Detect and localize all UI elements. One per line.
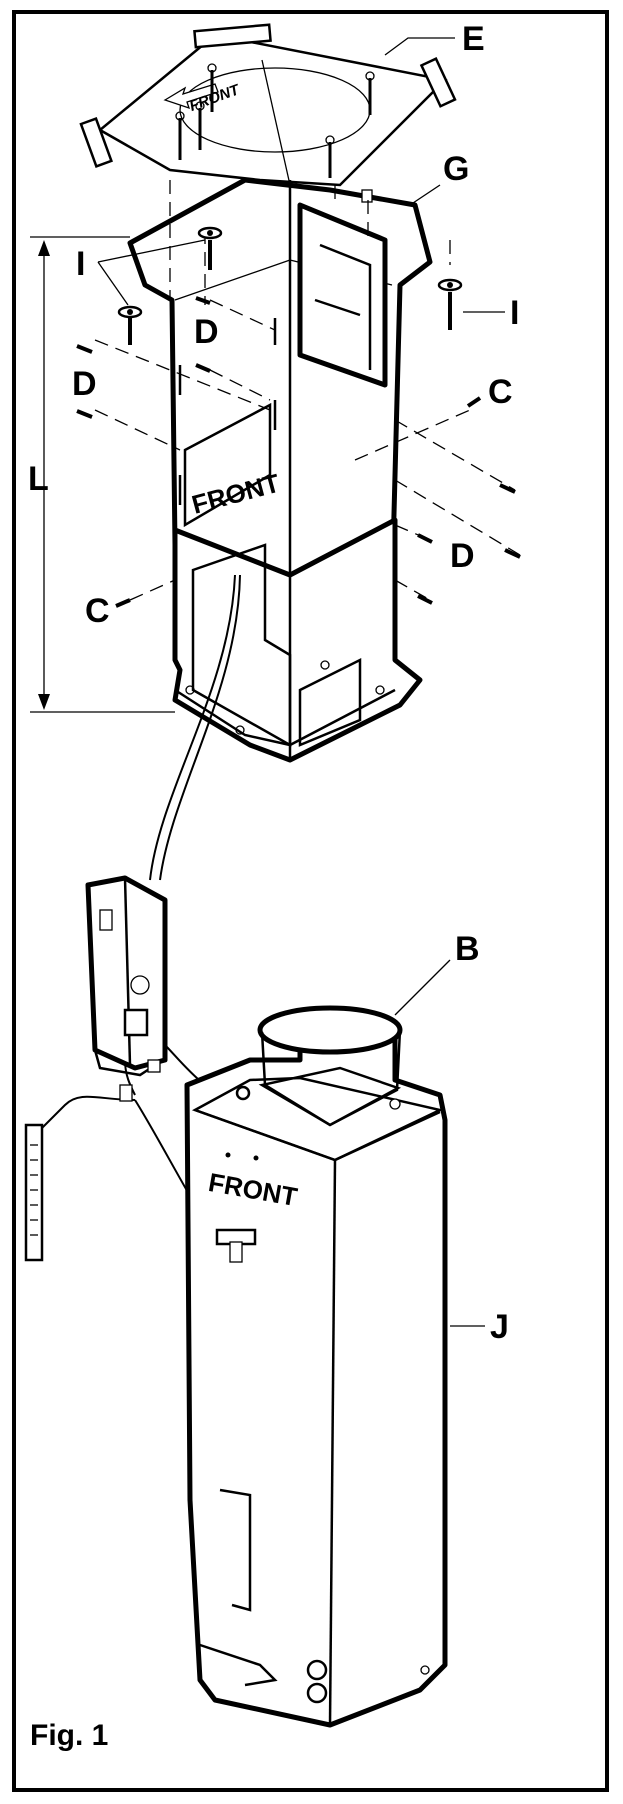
label-B: B	[455, 930, 480, 968]
label-I-right: I	[510, 294, 519, 332]
label-L: L	[28, 460, 49, 498]
label-D-upper: D	[194, 313, 219, 351]
figure-caption: Fig. 1	[30, 1719, 108, 1752]
label-C-left: C	[85, 592, 110, 630]
label-D-right: D	[450, 537, 475, 575]
screws	[76, 226, 521, 608]
label-C-right: C	[488, 373, 513, 411]
label-J: J	[490, 1308, 509, 1346]
label-D-left: D	[72, 365, 97, 403]
blower-housing: FRONT	[184, 1005, 448, 1728]
control-box	[85, 875, 168, 1102]
label-G: G	[443, 150, 469, 188]
chimney-cover: FRONT	[127, 177, 433, 763]
dimension-L: L	[28, 236, 175, 713]
light-bar	[24, 1123, 44, 1262]
label-E: E	[462, 20, 485, 58]
screw-guide-lines	[94, 180, 521, 601]
figure-frame	[12, 10, 609, 1792]
mounting-plate: FRONT	[79, 23, 457, 187]
label-I-left: I	[76, 245, 85, 283]
